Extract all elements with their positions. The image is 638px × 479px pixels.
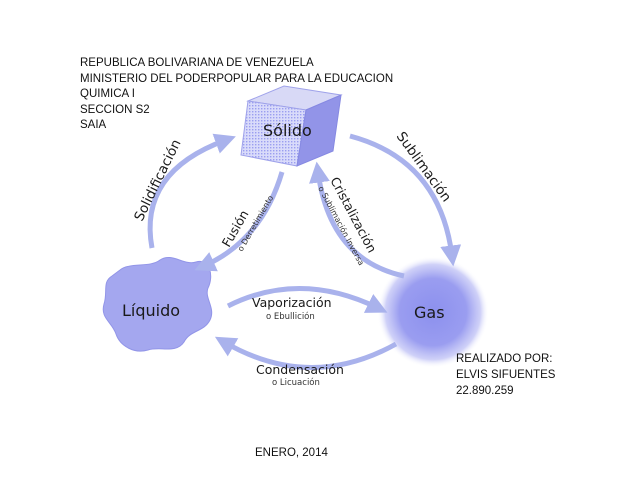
- credits-block: REALIZADO POR: ELVIS SIFUENTES 22.890.25…: [456, 351, 555, 399]
- solid-label: Sólido: [263, 121, 312, 140]
- credits-line: REALIZADO POR:: [456, 353, 553, 365]
- liquid-blob: [102, 257, 213, 352]
- solidification-label: Solidificación: [131, 137, 184, 224]
- vaporization-sublabel: o Ebullición: [266, 311, 315, 322]
- vaporization-arrow: [226, 286, 388, 313]
- header-line: MINISTERIO DEL PODERPOPULAR PARA LA EDUC…: [80, 72, 394, 85]
- header-line: REPUBLICA BOLIVARIANA DE VENEZUELA: [80, 57, 314, 69]
- gas-cloud: [377, 256, 489, 368]
- header-line: SECCION S2: [80, 103, 150, 116]
- header-line: QUIMICA I: [80, 88, 135, 100]
- gas-label: Gas: [414, 303, 445, 322]
- condensation-arrow: [214, 336, 398, 370]
- crystallization-arrow: [309, 161, 405, 279]
- fusion-arrow: [194, 171, 285, 272]
- date-label: ENERO, 2014: [255, 447, 328, 459]
- sublimation-arrow: [349, 133, 462, 267]
- solidification-arrow: [147, 133, 236, 249]
- header-line: SAIA: [80, 119, 107, 131]
- sublimation-label: Sublimación: [393, 129, 455, 205]
- condensation-sublabel: o Licuación: [272, 377, 320, 388]
- credits-line: ELVIS SIFUENTES: [456, 369, 556, 381]
- credits-line: 22.890.259: [456, 385, 514, 397]
- liquid-label: Líquido: [122, 301, 180, 320]
- solid-cube: [240, 85, 343, 167]
- vaporization-label: Vaporización: [252, 295, 332, 310]
- header-block: REPUBLICA BOLIVARIANA DE VENEZUELA MINIS…: [80, 56, 393, 134]
- condensation-label: Condensación: [256, 362, 344, 377]
